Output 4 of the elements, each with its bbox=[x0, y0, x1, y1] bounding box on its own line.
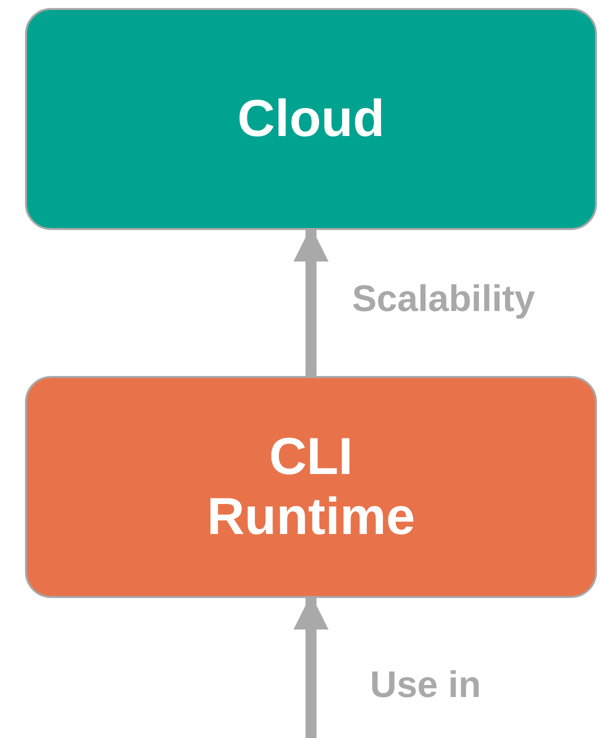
process-box bbox=[25, 8, 597, 230]
node-label: CLI Runtime bbox=[206, 427, 416, 547]
process-box bbox=[25, 376, 597, 598]
node-label: Cloud bbox=[236, 89, 386, 149]
